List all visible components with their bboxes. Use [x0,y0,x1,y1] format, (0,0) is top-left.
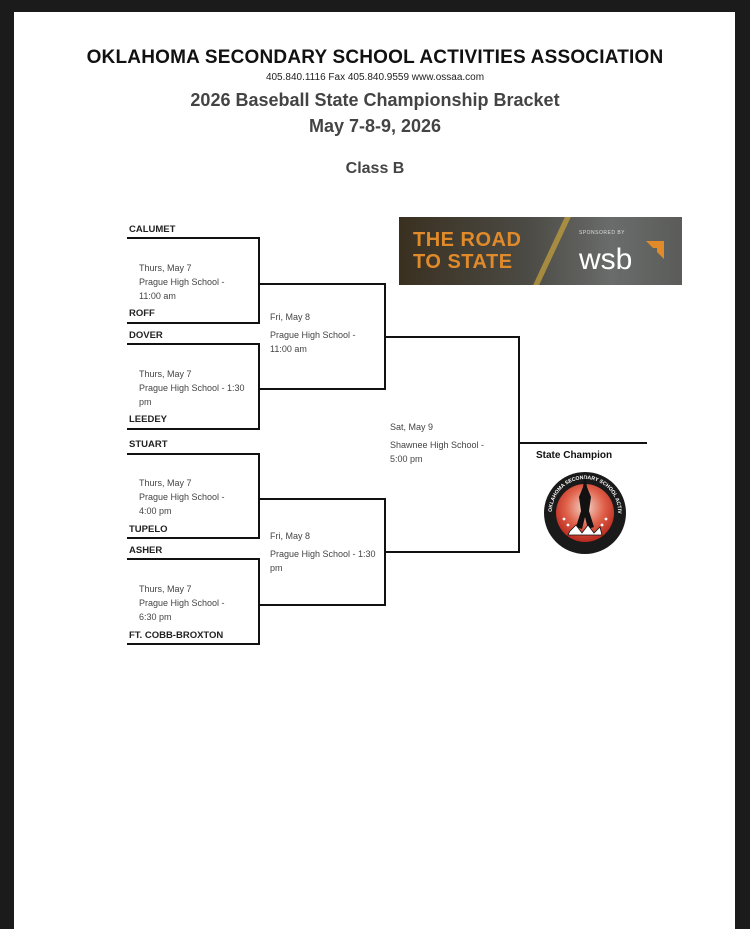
team-stuart: STUART [129,439,168,450]
bracket-line-r2-2-bottom [258,604,386,606]
bracket-line-dover [127,343,260,345]
banner-headline: THE ROAD TO STATE [413,229,521,273]
bracket-connector-r1-4 [258,558,260,645]
contact-info: 405.840.1116 Fax 405.840.9559 www.ossaa.… [265,72,485,83]
bracket-connector-r1-3 [258,453,260,539]
bracket-line-stuart [127,453,260,455]
bracket-line-final-bottom [384,551,520,553]
bracket-line-roff [127,322,260,324]
team-ft-cobb-broxton: FT. COBB-BROXTON [129,630,224,641]
bracket-line-r2-1-bottom [258,388,386,390]
class-label: Class B [345,160,405,177]
bracket-line-final-top [384,336,520,338]
bracket-line-champion [518,442,647,444]
wsb-logo: wsb [579,243,633,276]
sponsor-caption: SPONSORED BY [579,230,626,236]
bracket-line-ft-cobb-broxton [127,643,260,645]
bracket-line-asher [127,558,260,560]
road-stripe-decoration [533,217,571,285]
bracket-line-leedey [127,428,260,430]
team-tupelo: TUPELO [129,524,168,535]
ossaa-seal-logo: OKLAHOMA SECONDARY SCHOOL ACTIVITIES ASS… [542,467,626,554]
team-leedey: LEEDEY [129,414,168,425]
document-page [14,12,735,929]
wsb-arrow-icon [646,241,664,259]
state-champion-label: State Champion [536,450,613,461]
banner-line-1: THE ROAD [413,229,522,251]
road-to-state-banner: THE ROAD TO STATE SPONSORED BY wsb [399,217,682,285]
team-dover: DOVER [129,330,163,341]
bracket-connector-final [518,336,520,553]
team-calumet: CALUMET [129,224,176,235]
bracket-line-r2-2-top [258,498,386,500]
bracket-line-tupelo [127,537,260,539]
bracket-connector-r1-1 [258,237,260,324]
banner-line-2: TO STATE [413,251,513,273]
tournament-dates: May 7-8-9, 2026 [308,116,442,136]
team-asher: ASHER [129,545,163,556]
bracket-connector-r1-2 [258,343,260,430]
bracket-line-calumet [127,237,260,239]
bracket-title: 2026 Baseball State Championship Bracket [190,90,560,110]
organization-name: OKLAHOMA SECONDARY SCHOOL ACTIVITIES ASS… [86,47,664,68]
bracket-line-r2-1-top [258,283,386,285]
team-roff: ROFF [129,308,155,319]
